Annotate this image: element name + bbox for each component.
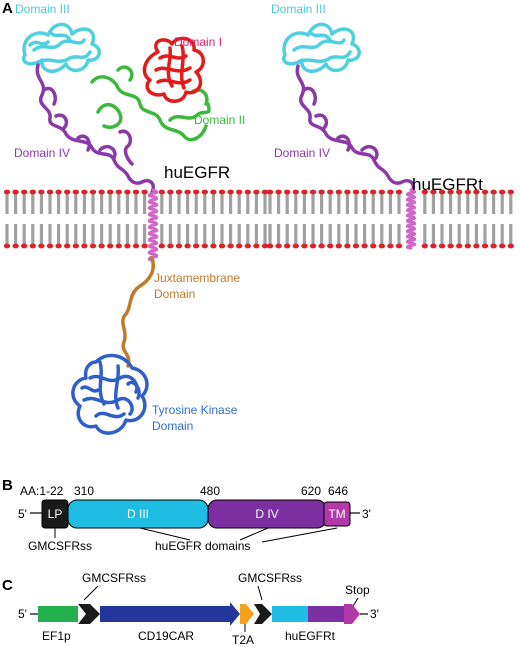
label-pos-480: 480 [200, 484, 220, 498]
segment-tm [323, 501, 351, 527]
label-juxtamembrane: Juxtamembrane [154, 271, 240, 285]
panel-c-letter: C [2, 577, 13, 594]
element-huegfrt-tm [344, 604, 360, 624]
label-tyrosine-kinase: Tyrosine Kinase [152, 403, 238, 417]
juxtamembrane-chain [121, 256, 155, 368]
element-gmcsfrss-2 [254, 604, 272, 624]
tyrosine-kinase-domain [71, 353, 149, 435]
label-c-huegfrt: huEGFRt [285, 629, 336, 643]
element-t2a [240, 604, 254, 624]
label-tyrosine-kinase-domain: Domain [152, 419, 193, 433]
label-c-cd19car: CD19CAR [138, 629, 194, 643]
label-domain-iii-right: Domain III [271, 2, 326, 16]
label-c-5prime: 5' [18, 607, 27, 621]
element-ef1p [38, 606, 78, 622]
label-huegfr-domains: huEGFR domains [155, 539, 250, 553]
segment-tm-label: TM [328, 507, 345, 521]
segment-diii-label: D III [127, 507, 149, 521]
label-c-gmcsfrss-2: GMCSFRss [238, 571, 302, 585]
domain-iv-right [295, 64, 415, 194]
label-c-gmcsfrss-1: GMCSFRss [82, 571, 146, 585]
label-pos-620: 620 [301, 484, 321, 498]
label-b-5prime: 5' [18, 507, 27, 521]
membrane-left [3, 189, 269, 249]
label-huegfrt: huEGFRt [412, 175, 483, 194]
transmembrane-helix-left [147, 188, 159, 262]
segment-div-label: D IV [255, 507, 278, 521]
label-pos-646: 646 [328, 484, 348, 498]
element-huegfrt-diii [272, 606, 308, 622]
domain-i [142, 36, 205, 103]
transmembrane-helix-right [405, 188, 417, 250]
huegfr-structure [22, 22, 211, 435]
label-domain-iii-left: Domain III [15, 2, 70, 16]
label-b-3prime: 3' [362, 507, 371, 521]
label-c-stop: Stop [345, 583, 370, 597]
label-c-ef1p: EF1p [42, 629, 71, 643]
segment-lp-label: LP [48, 507, 63, 521]
label-pos-310: 310 [74, 484, 94, 498]
label-domain-iv-right: Domain IV [274, 146, 330, 160]
label-b-gmcsfrss: GMCSFRss [28, 539, 92, 553]
panel-a-letter: A [2, 0, 13, 17]
label-c-t2a: T2A [232, 633, 254, 647]
membrane-right [266, 189, 514, 249]
domain-iii-right [282, 22, 361, 73]
element-gmcsfrss-1 [78, 604, 100, 624]
label-huegfr: huEGFR [164, 163, 230, 182]
domain-iii-left [22, 22, 101, 73]
label-aa-range: AA:1-22 [20, 484, 64, 498]
label-domain-ii: Domain II [194, 113, 245, 127]
element-huegfrt-div [308, 606, 344, 622]
label-c-3prime: 3' [370, 607, 379, 621]
label-domain-i: Domain I [174, 35, 222, 49]
label-domain-iv-left: Domain IV [14, 146, 70, 160]
element-cd19car [100, 606, 230, 622]
label-juxtamembrane-domain: Domain [154, 287, 195, 301]
domain-ii [90, 65, 211, 142]
huegfrt-structure [282, 22, 417, 250]
domain-iv-left [35, 63, 144, 185]
panel-b-letter: B [2, 477, 13, 494]
